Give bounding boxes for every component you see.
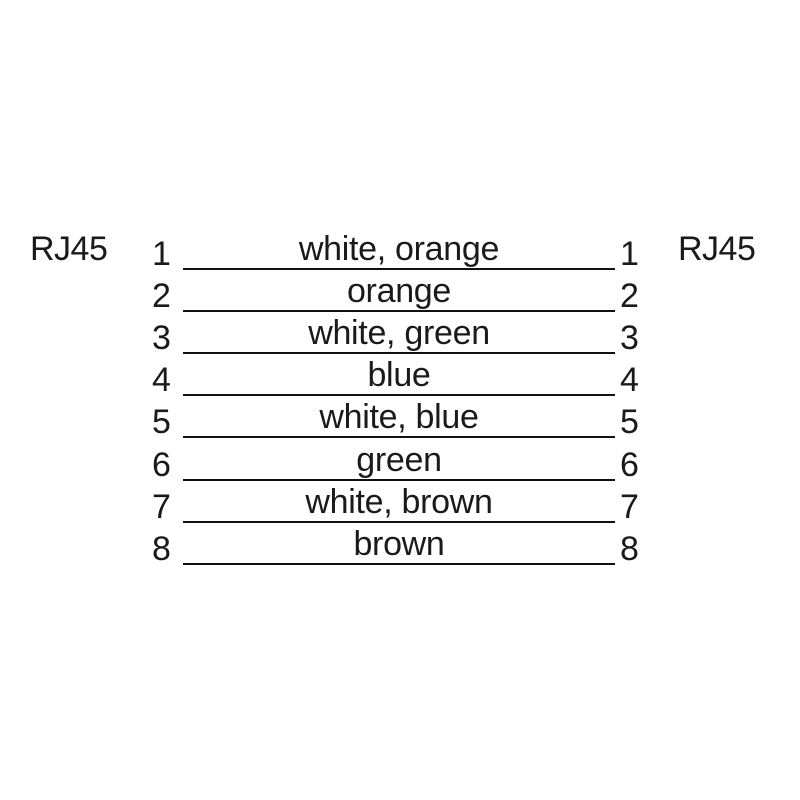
right-pin-number: 1 [620, 235, 639, 273]
wire-connection-line [183, 520, 615, 523]
left-pin-number: 8 [152, 529, 171, 568]
right-pin-number: 7 [620, 487, 639, 526]
wire-color-label: white, blue [319, 398, 479, 437]
wire-color-label: white, orange [298, 230, 500, 268]
left-pin-number: 1 [152, 235, 171, 273]
wire-connection-line [183, 436, 615, 439]
wire-connection-line [183, 478, 615, 481]
right-pin-number: 4 [620, 361, 639, 400]
left-pin-number: 5 [152, 403, 171, 442]
wire-color-label: brown [353, 524, 445, 563]
wire-connection-line [183, 394, 615, 397]
right-pin-number: 8 [620, 529, 639, 568]
right-pin-number: 6 [620, 445, 639, 484]
wire-connection-line [183, 268, 615, 270]
right-pin-number: 5 [620, 403, 639, 442]
left-pin-number: 6 [152, 445, 171, 484]
wire-connection-line [183, 310, 615, 313]
left-pin-number: 2 [152, 277, 171, 316]
wire-connection-line [183, 562, 615, 565]
wire-color-label: orange [346, 272, 452, 311]
left-pin-number: 3 [152, 319, 171, 358]
wire-connection-line [183, 352, 615, 355]
wire-color-label: green [356, 440, 442, 479]
left-pin-number: 7 [152, 487, 171, 526]
right-pin-number: 2 [620, 277, 639, 316]
right-connector-label: RJ45 [678, 230, 756, 268]
right-pin-number: 3 [620, 319, 639, 358]
wire-color-label: white, green [308, 314, 490, 353]
wire-color-label: blue [367, 356, 431, 395]
wire-color-label: white, brown [305, 482, 493, 521]
left-pin-number: 4 [152, 361, 171, 400]
left-connector-label: RJ45 [30, 230, 108, 268]
